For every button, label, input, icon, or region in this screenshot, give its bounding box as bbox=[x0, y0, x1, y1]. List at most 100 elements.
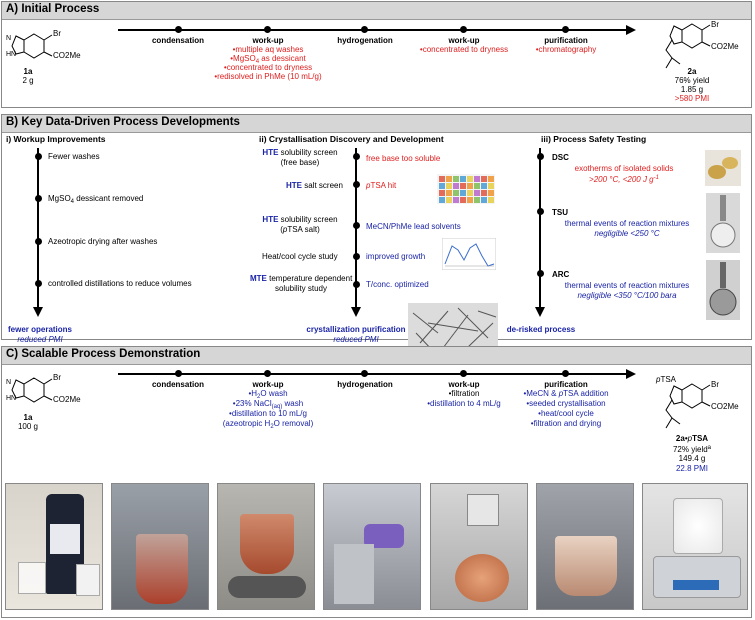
atom-br: Br bbox=[53, 29, 61, 38]
col3-tag: ARC bbox=[552, 270, 570, 279]
col1-line bbox=[37, 148, 39, 308]
step-label: condensation bbox=[151, 380, 204, 389]
step-dot bbox=[562, 26, 569, 33]
col3-tag: DSC bbox=[552, 153, 569, 162]
plate-well bbox=[488, 197, 494, 203]
col2-outcome-sub: reduced PMI bbox=[333, 335, 379, 344]
step-dot bbox=[264, 370, 271, 377]
step-note: •distillation to 4 mL/g bbox=[427, 399, 501, 408]
plate-well bbox=[439, 183, 445, 189]
col1-dot bbox=[35, 153, 42, 160]
step-dot bbox=[175, 370, 182, 377]
col2-item-right: free base too soluble bbox=[366, 154, 441, 163]
product-mass-c: 149.4 g bbox=[678, 454, 706, 463]
step-note: •heat/cool cycle bbox=[538, 409, 594, 418]
col1-item: Fewer washes bbox=[48, 152, 100, 161]
step-label: hydrogenation bbox=[337, 380, 393, 389]
step-label: hydrogenation bbox=[337, 36, 393, 45]
plate-well bbox=[481, 190, 487, 196]
plate-well bbox=[467, 197, 473, 203]
step-note: •redisolved in PhMe (10 mL/g) bbox=[214, 72, 322, 81]
col3-tag: TSU bbox=[552, 208, 568, 217]
step-label: purification bbox=[544, 380, 588, 389]
col1-outcome: fewer operations bbox=[7, 325, 72, 334]
plate-well bbox=[474, 176, 480, 182]
plate-well bbox=[446, 176, 452, 182]
plate-well bbox=[467, 190, 473, 196]
col2-item-right: pTSA hit bbox=[366, 181, 397, 190]
col2-left-text: temperature dependent bbox=[269, 274, 353, 283]
panel-key-developments: B) Key Data-Driven Process Developments bbox=[1, 114, 752, 340]
plate-well bbox=[488, 190, 494, 196]
col3-line2: negligible <350 °C/100 bara bbox=[577, 291, 677, 300]
step-note: •seeded crystallisation bbox=[526, 399, 606, 408]
col1-heading: i) Workup Improvements bbox=[6, 134, 106, 144]
timeline-c bbox=[118, 373, 628, 375]
atom-n: N bbox=[6, 379, 11, 386]
col1-outcome-sub: reduced PMI bbox=[17, 335, 63, 344]
mte-tag: MTE bbox=[250, 274, 267, 283]
product-structure-a: Br CO2Me bbox=[665, 20, 739, 69]
tsu-vessel-image bbox=[706, 193, 740, 253]
col2-item-left: MTE temperature dependent bbox=[250, 274, 352, 284]
plate-well bbox=[460, 176, 466, 182]
photo-crystallisation-reactor bbox=[536, 483, 634, 610]
col3-line2: >200 °C, <200 J g-1 bbox=[589, 175, 659, 184]
hte-tag: HTE bbox=[286, 181, 302, 190]
arc-bomb-image bbox=[706, 260, 740, 320]
dsc-crucible-image bbox=[705, 150, 741, 186]
step-note: •MgSO4 as dessicant bbox=[230, 54, 306, 65]
col2-arrow bbox=[351, 307, 361, 317]
step-dot bbox=[361, 26, 368, 33]
step-note: •H2O wash bbox=[248, 389, 288, 400]
col2-dot bbox=[353, 153, 360, 160]
product-pmi-a: >580 PMI bbox=[674, 94, 710, 103]
plate-well bbox=[481, 197, 487, 203]
col2-heading: ii) Crystallisation Discovery and Develo… bbox=[259, 134, 444, 144]
panel-initial-process: A) Initial Process bbox=[1, 1, 752, 108]
plate-well bbox=[474, 183, 480, 189]
atom-group: CO2Me bbox=[53, 395, 81, 404]
col1-item: Azeotropic drying after washes bbox=[48, 237, 158, 246]
plate-well bbox=[460, 197, 466, 203]
plate-well bbox=[453, 190, 459, 196]
product-label-c: 2a•pTSA bbox=[675, 434, 709, 443]
col3-outcome: de-risked process bbox=[506, 325, 576, 334]
panel-c-title: C) Scalable Process Demonstration bbox=[6, 348, 201, 360]
step-note: •distillation to 10 mL/g bbox=[229, 409, 307, 418]
col3-dot bbox=[537, 153, 544, 160]
step-dot bbox=[460, 26, 467, 33]
product-mass-a: 1.85 g bbox=[680, 85, 704, 94]
plate-well bbox=[467, 183, 473, 189]
photo-product-on-balance bbox=[642, 483, 748, 610]
atom-nh: HN bbox=[6, 51, 16, 58]
starting-material-structure-c: Br CO2Me N HN bbox=[6, 373, 81, 404]
yield-text: 72% yield bbox=[672, 445, 708, 454]
plate-well bbox=[453, 197, 459, 203]
atom-group: CO2Me bbox=[53, 51, 81, 60]
plate-well bbox=[488, 176, 494, 182]
step-dot bbox=[460, 370, 467, 377]
col2-item-right: T/conc. optimized bbox=[366, 280, 429, 289]
plate-well bbox=[474, 197, 480, 203]
atom-group: CO2Me bbox=[711, 42, 739, 51]
col2-item-left2: (pTSA salt) bbox=[280, 225, 320, 234]
start-amount-c: 100 g bbox=[17, 422, 39, 431]
plate-well bbox=[439, 190, 445, 196]
plate-well bbox=[460, 190, 466, 196]
col2-dot bbox=[353, 253, 360, 260]
step-note: •chromatography bbox=[535, 45, 597, 54]
photo-reagent-bottle bbox=[5, 483, 103, 610]
step-label: condensation bbox=[151, 36, 204, 45]
plate-well bbox=[467, 176, 473, 182]
step-dot bbox=[175, 26, 182, 33]
step-note: •concentrated to dryness bbox=[223, 63, 313, 72]
product-structure-c: Br CO2Me bbox=[665, 380, 739, 429]
timeline-c-arrow bbox=[626, 369, 636, 379]
photo-filtration bbox=[430, 483, 528, 610]
col1-dot bbox=[35, 238, 42, 245]
col3-dot bbox=[537, 208, 544, 215]
product-label-a: 2a bbox=[687, 67, 697, 76]
col3-arrow bbox=[535, 307, 545, 317]
step-note: •filtration and drying bbox=[530, 419, 602, 428]
